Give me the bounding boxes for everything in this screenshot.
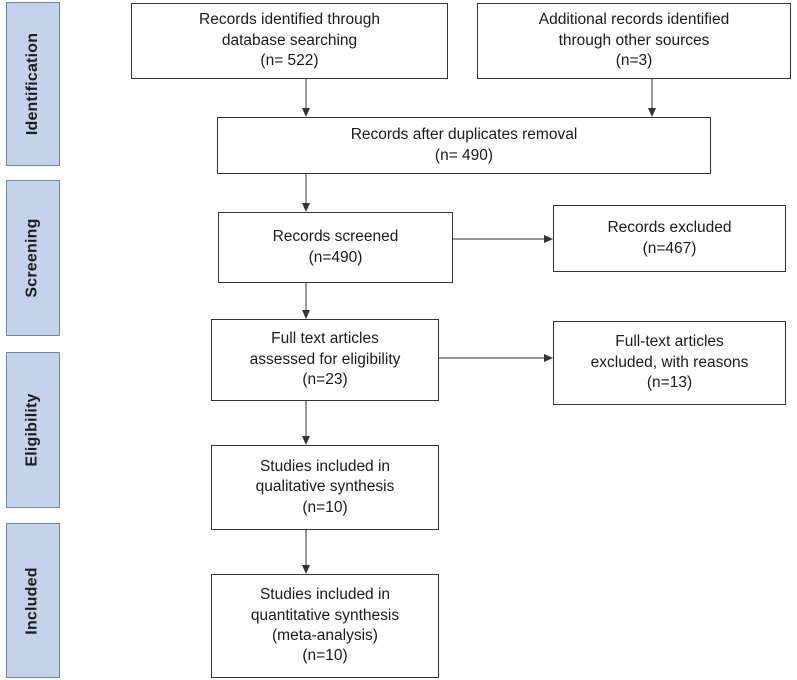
stage-screening: Screening [6,180,60,336]
stage-eligibility: Eligibility [6,352,60,508]
stage-identification: Identification [6,2,60,166]
box-quantitative-synthesis: Studies included in quantitative synthes… [211,574,439,678]
stage-included: Included [6,523,60,678]
box-records-screened: Records screened (n=490) [218,212,453,283]
box-after-duplicates: Records after duplicates removal (n= 490… [217,117,711,174]
box-fulltext-excluded: Full-text articles excluded, with reason… [553,321,786,405]
box-database-records: Records identified through database sear… [131,3,448,79]
box-other-sources: Additional records identified through ot… [477,3,791,79]
box-records-excluded: Records excluded (n=467) [553,205,786,272]
box-qualitative-synthesis: Studies included in qualitative synthesi… [211,445,439,530]
box-fulltext-assessed: Full text articles assessed for eligibil… [211,319,439,401]
